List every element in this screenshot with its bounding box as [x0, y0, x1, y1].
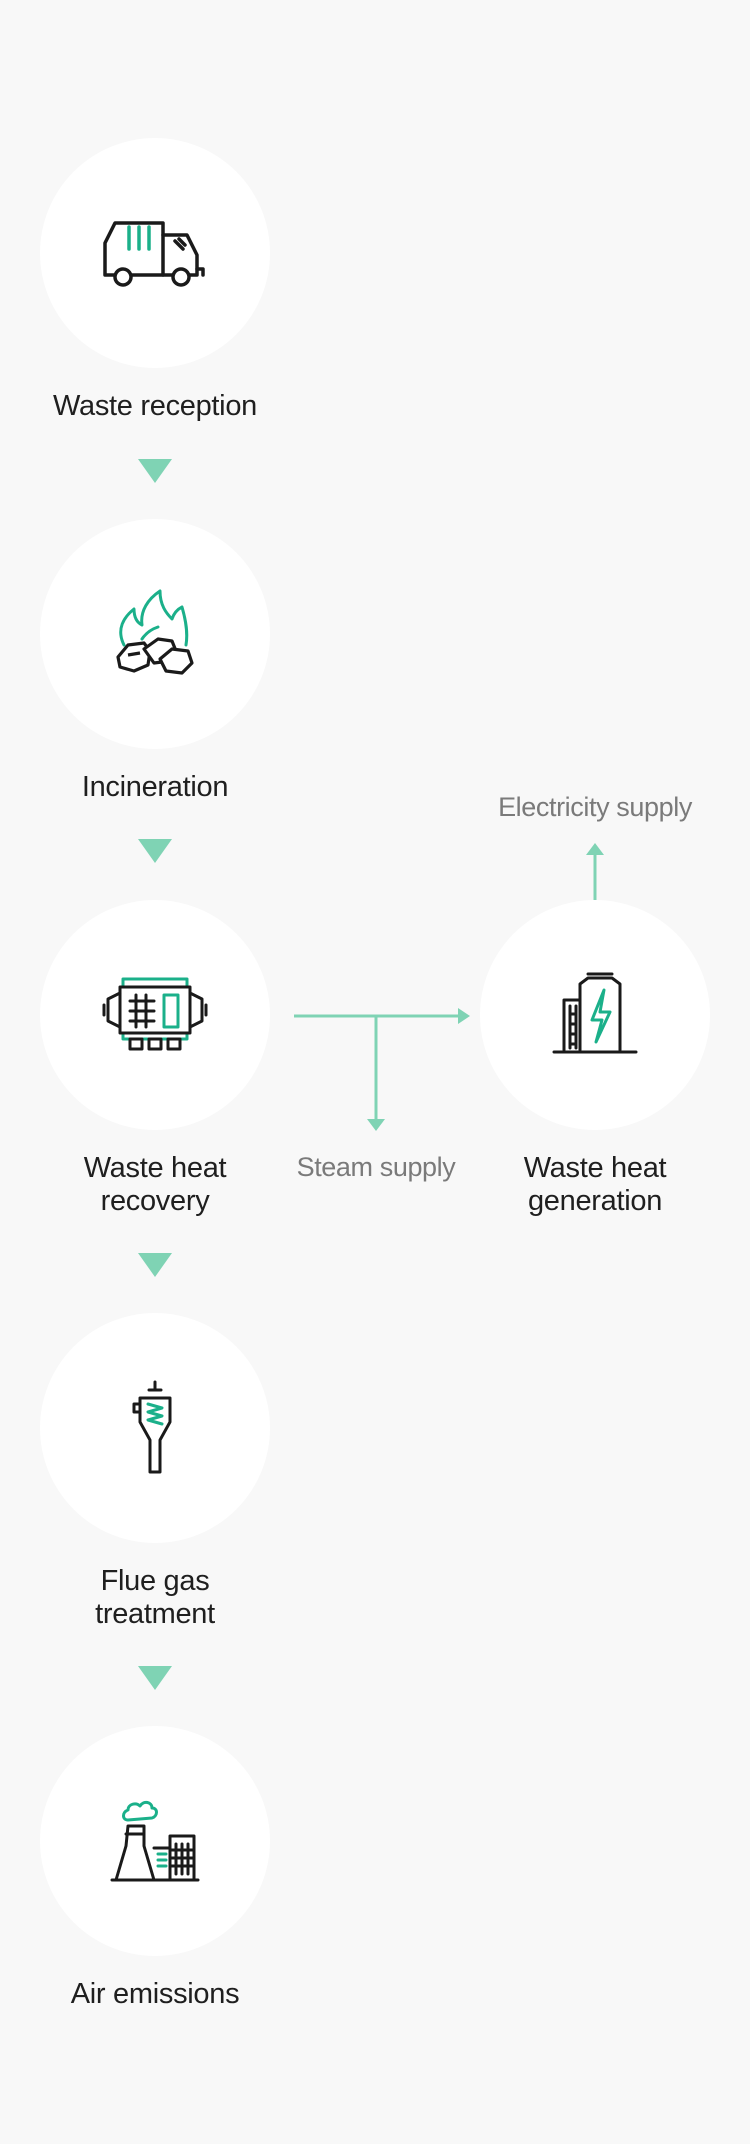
step-flue-gas-treatment-circle: [40, 1313, 270, 1543]
arrow-down-head: [367, 1119, 385, 1131]
step-label-air-emissions: Air emissions: [70, 1978, 240, 2010]
step-waste-heat-recovery-circle: [40, 900, 270, 1130]
step-label-flue-gas-treatment: Flue gas treatment: [95, 1565, 215, 1630]
step-incineration-circle: [40, 519, 270, 749]
step-label-incineration: Incineration: [81, 771, 229, 803]
branch-connector: [294, 1008, 470, 1131]
flow-arrow-down: [138, 1253, 172, 1277]
steam-supply-label: Steam supply: [296, 1152, 456, 1182]
electricity-supply-label: Electricity supply: [498, 792, 692, 822]
fire-coal-icon: [116, 589, 194, 675]
step-waste-heat-generation-circle: [480, 900, 710, 1130]
step-waste-reception-circle: [40, 138, 270, 368]
step-air-emissions-circle: [40, 1726, 270, 1956]
garbage-truck-icon: [103, 221, 205, 287]
flow-arrow-down: [138, 1666, 172, 1690]
factory-chimney-icon: [110, 1800, 200, 1882]
flow-arrow-down: [138, 839, 172, 863]
flow-arrow-down: [138, 459, 172, 483]
step-label-waste-heat-recovery: Waste heat recovery: [83, 1152, 227, 1217]
step-label-waste-heat-generation: Waste heat generation: [523, 1152, 667, 1217]
electricity-arrow-up: [586, 843, 604, 900]
filter-icon: [132, 1380, 172, 1474]
boiler-icon: [102, 977, 208, 1051]
step-label-waste-reception: Waste reception: [53, 390, 257, 422]
arrow-right-head: [458, 1008, 470, 1024]
power-generator-icon: [552, 972, 638, 1054]
